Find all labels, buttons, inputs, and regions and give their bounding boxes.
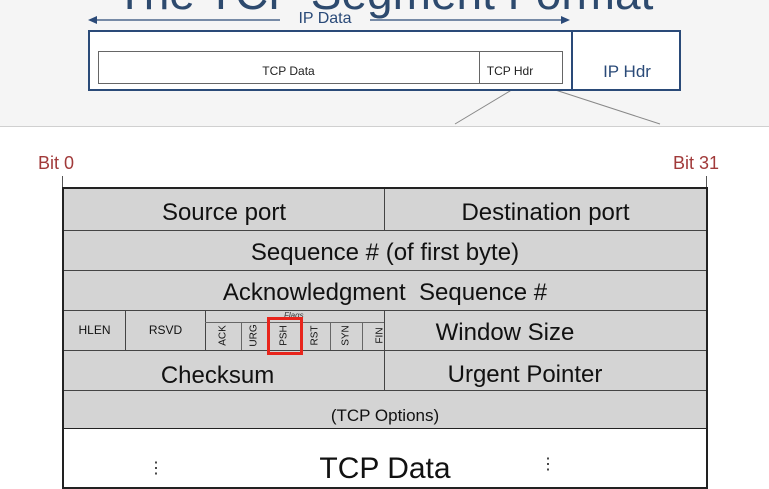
window-size-field: Window Size	[435, 319, 575, 346]
row-divider	[64, 230, 706, 231]
ip-header-divider	[571, 30, 573, 91]
col-divider	[384, 310, 385, 390]
hlen-field: HLEN	[78, 323, 111, 337]
tcp-hdr-label: TCP Hdr	[486, 64, 534, 78]
flags-divider	[205, 322, 384, 323]
ellipsis-right: ⋮	[540, 456, 556, 473]
ip-hdr-label: IP Hdr	[603, 62, 651, 81]
row-divider	[64, 270, 706, 271]
flag-divider	[241, 322, 242, 350]
bit-31-tick	[706, 176, 707, 187]
acknowledgment-field: Acknowledgment Sequence #	[222, 279, 548, 306]
tcp-data-label: TCP Data	[262, 64, 315, 78]
flag-rst: RST	[309, 325, 321, 346]
flag-urg: URG	[248, 324, 260, 347]
row-divider	[64, 310, 706, 311]
flag-divider	[362, 322, 363, 350]
row-divider	[64, 350, 706, 351]
col-divider	[125, 310, 126, 350]
psh-flag-highlight	[267, 317, 303, 355]
tcp-options-field: (TCP Options)	[330, 406, 440, 425]
bit-31-label: Bit 31	[673, 153, 720, 173]
rsvd-field: RSVD	[148, 323, 183, 337]
flag-fin: FIN	[374, 327, 386, 344]
sequence-field: Sequence # (of first byte)	[250, 239, 520, 266]
slide-title: The TCP Segment Format	[0, 0, 769, 20]
ellipsis-left: ⋮	[148, 460, 164, 477]
tcp-header-grid	[62, 187, 708, 430]
bit-0-label: Bit 0	[38, 153, 75, 173]
row-divider	[64, 390, 706, 391]
flag-divider	[330, 322, 331, 350]
bit-0-tick	[62, 176, 63, 187]
flag-ack: ACK	[217, 325, 229, 346]
destination-port-field: Destination port	[461, 199, 630, 226]
col-divider	[384, 189, 385, 230]
urgent-pointer-field: Urgent Pointer	[447, 361, 603, 388]
source-port-field: Source port	[161, 199, 287, 226]
flags-label: Flags	[284, 311, 304, 320]
tcp-segment-box	[98, 51, 563, 84]
ip-data-label: IP Data	[280, 10, 370, 28]
checksum-field: Checksum	[160, 362, 275, 389]
flag-syn: SYN	[340, 325, 352, 346]
tcp-header-divider	[479, 51, 480, 84]
col-divider	[205, 310, 206, 350]
